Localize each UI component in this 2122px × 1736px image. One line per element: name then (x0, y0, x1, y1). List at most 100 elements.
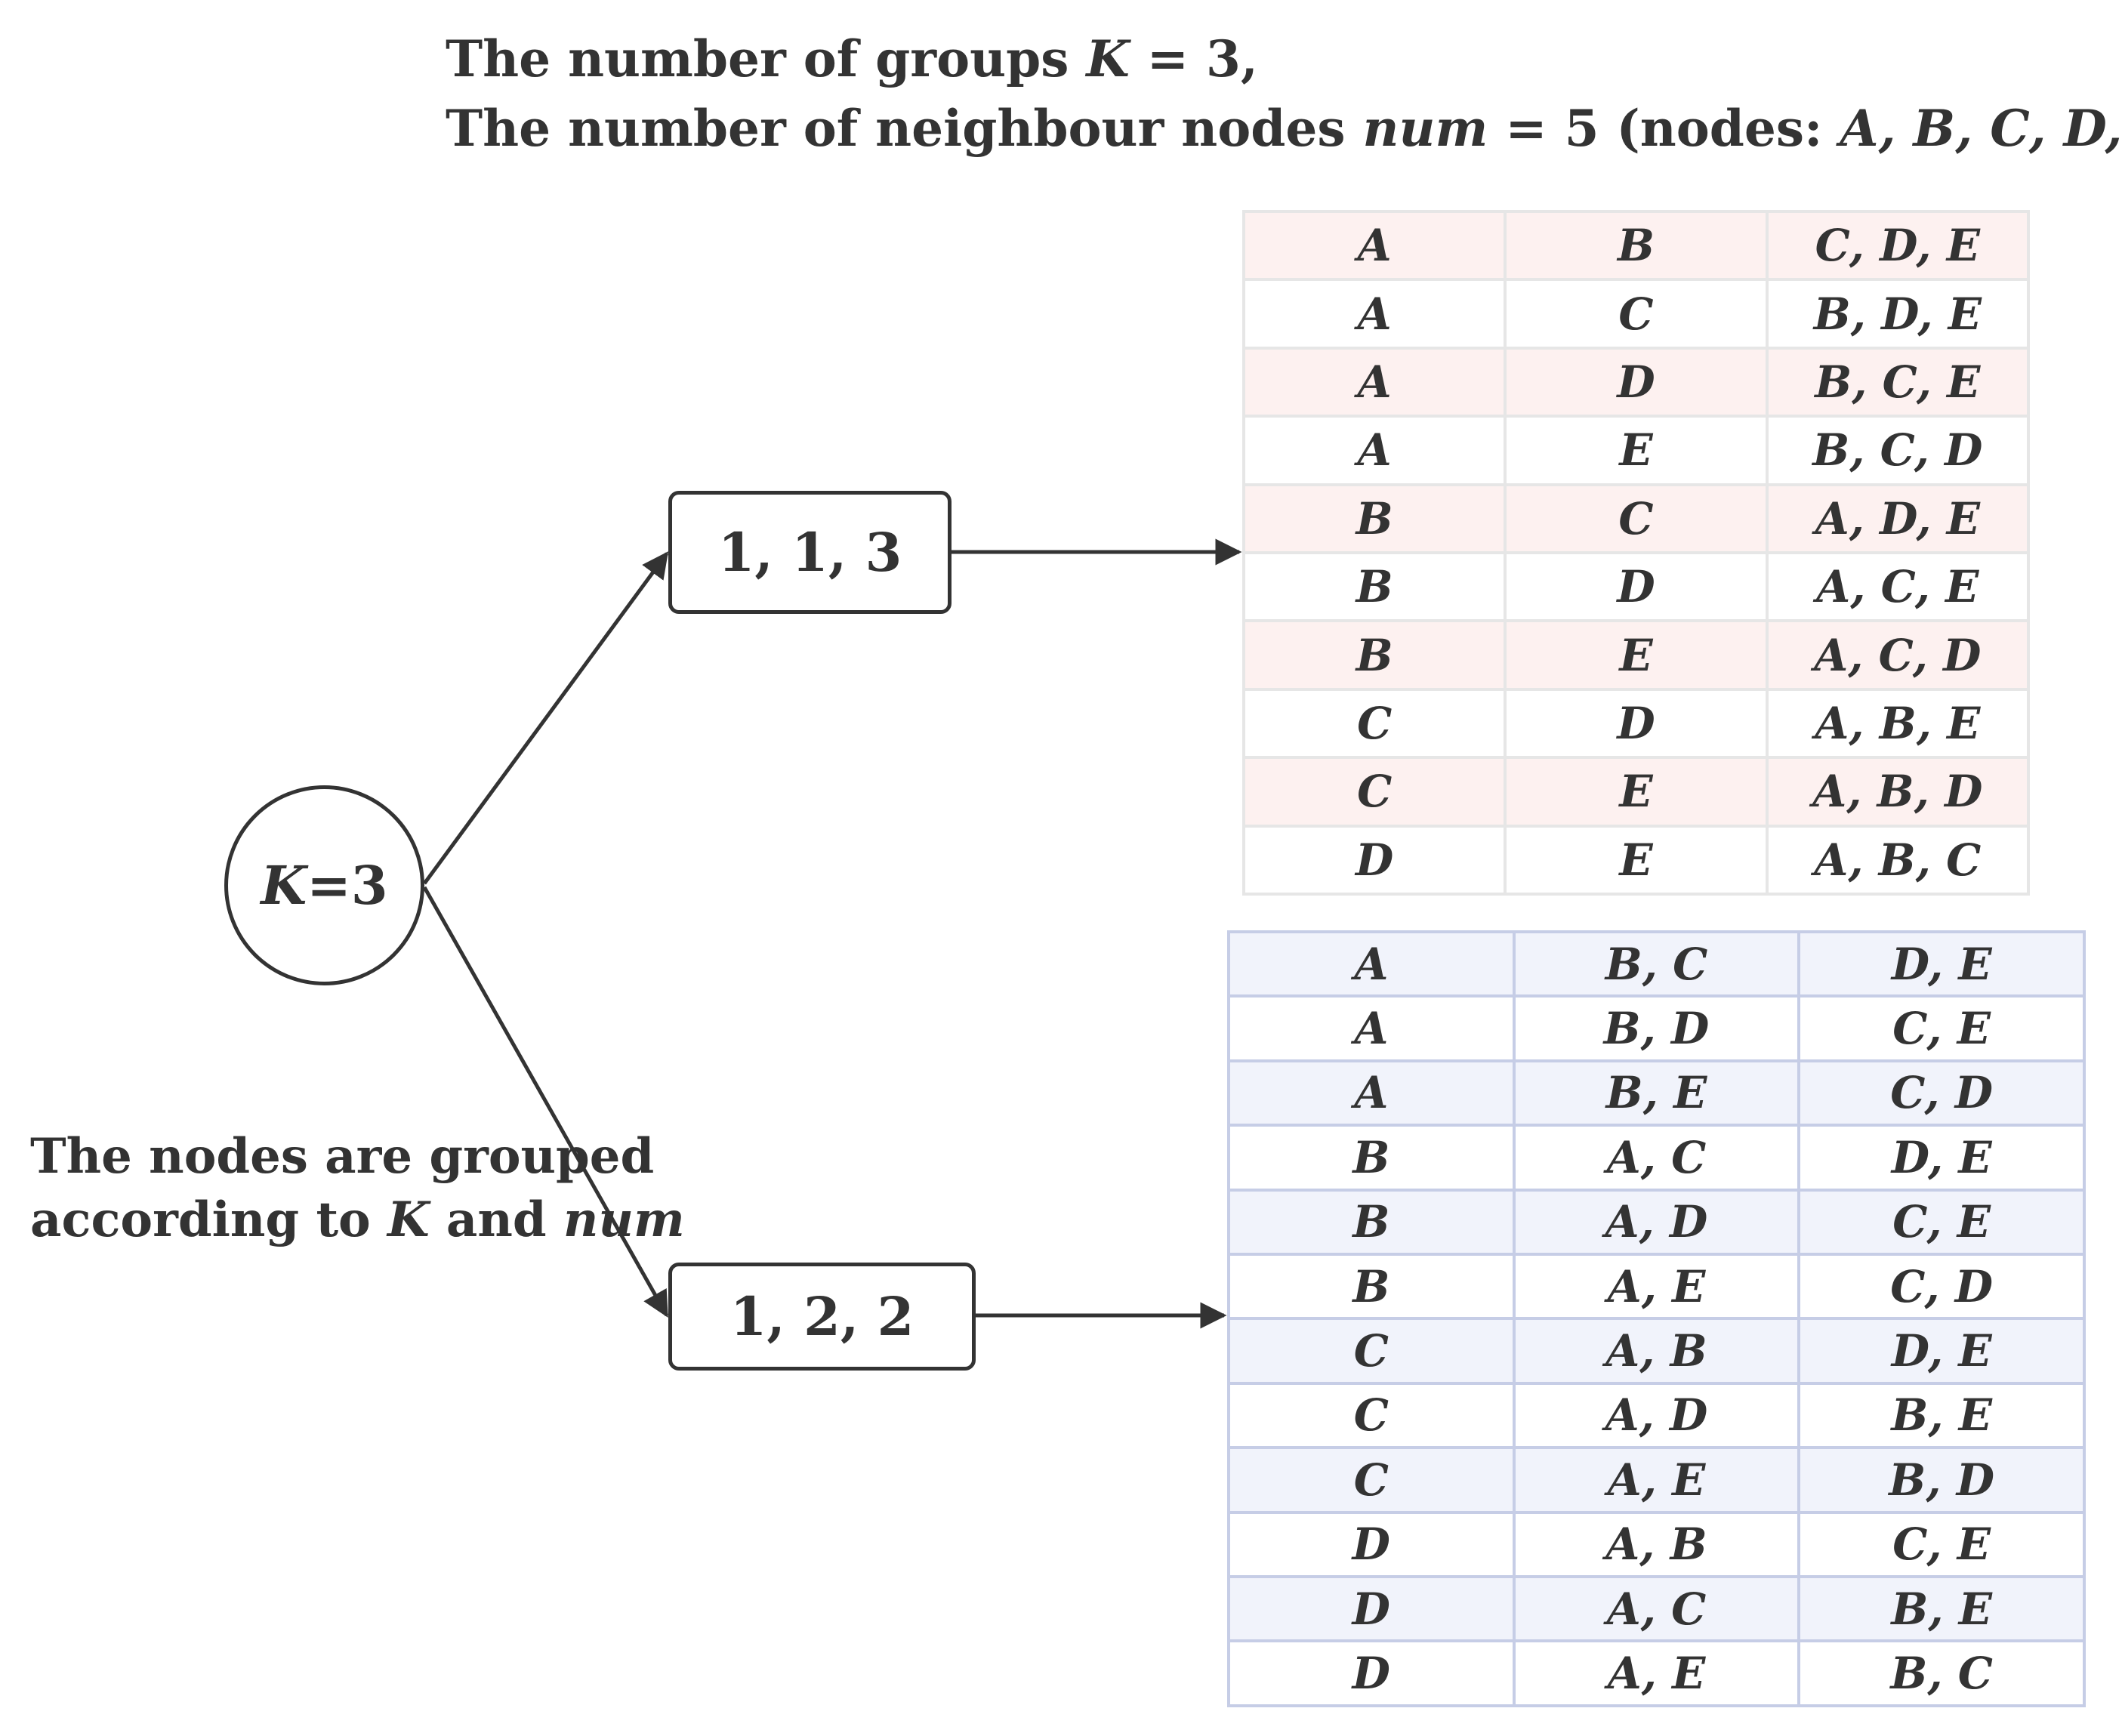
table-cell: C (1504, 483, 1769, 554)
table-cell: A, C (1512, 1124, 1801, 1192)
note-text-and: and (429, 1192, 563, 1248)
table-cell: B (1241, 483, 1507, 554)
table-cell: D, E (1797, 930, 2086, 998)
header-line-1: The number of groups K = 3, (446, 29, 1258, 89)
table-cell: A, B, E (1765, 687, 2031, 760)
table-cell: D (1504, 687, 1769, 760)
table-cell: A (1241, 278, 1507, 350)
table-cell: D (1227, 1510, 1516, 1578)
table-cell: A, E (1512, 1639, 1801, 1707)
table-cell: D (1504, 550, 1769, 623)
table-cell: B, E (1797, 1574, 2086, 1643)
table-cell: A, D (1512, 1381, 1801, 1450)
table-cell: C (1227, 1317, 1516, 1385)
table-cell: E (1504, 415, 1769, 486)
header-node-list: A, B, C, D, E (1840, 99, 2122, 158)
table-cell: B, E (1797, 1381, 2086, 1450)
table-cell: A, B, C (1765, 824, 2031, 896)
header-line-1-text: The number of groups (446, 29, 1087, 88)
header-line-2-value: = 5 (nodes: (1488, 99, 1840, 158)
table-cell: B, D, E (1765, 278, 2031, 350)
table-cell: C (1504, 278, 1769, 350)
group-node-label: 1, 2, 2 (729, 1285, 914, 1348)
table-cell: A (1241, 415, 1507, 486)
group-node-label: 1, 1, 3 (717, 521, 902, 584)
table-cell: B (1504, 209, 1769, 282)
header-line-2: The number of neighbour nodes num = 5 (n… (446, 98, 2122, 159)
table-cell: A (1227, 1059, 1516, 1127)
table-cell: E (1504, 824, 1769, 896)
group-node-1-1-3: 1, 1, 3 (668, 491, 952, 614)
table-cell: A, C, E (1765, 550, 2031, 623)
header-line-2-text: The number of neighbour nodes (446, 99, 1363, 158)
table-cell: D (1227, 1639, 1516, 1707)
table-cell: A, D, E (1765, 483, 2031, 554)
table-cell: C, E (1797, 1188, 2086, 1256)
root-node-var: K (261, 854, 307, 917)
header-line-1-value: = 3, (1129, 29, 1258, 88)
table-cell: A, E (1512, 1446, 1801, 1514)
table-cell: D (1227, 1574, 1516, 1643)
table-cell: C (1241, 687, 1507, 760)
root-node-value: =3 (307, 854, 388, 917)
table-cell: A, C (1512, 1574, 1801, 1643)
table-cell: C, D (1797, 1252, 2086, 1321)
table-cell: B, C, D (1765, 415, 2031, 486)
table-cell: A, B (1512, 1510, 1801, 1578)
grouping-note-line-1: The nodes are grouped (30, 1128, 655, 1185)
table-cell: D (1504, 346, 1769, 418)
table-cell: E (1504, 619, 1769, 691)
table-cell: C, E (1797, 1510, 2086, 1578)
table-cell: B (1227, 1124, 1516, 1192)
note-text-according: according to (30, 1192, 387, 1248)
edge-root-to-113 (422, 551, 669, 885)
root-node-circle: K=3 (224, 785, 424, 985)
table-cell: A (1227, 930, 1516, 998)
table-cell: B (1241, 550, 1507, 623)
note-var-k: K (387, 1192, 430, 1248)
table-cell: A, C, D (1765, 619, 2031, 691)
table-cell: B, E (1512, 1059, 1801, 1127)
table-cell: C, D, E (1765, 209, 2031, 282)
header-var-k: K (1086, 29, 1130, 88)
table-cell: B, D (1512, 994, 1801, 1062)
table-cell: C (1227, 1446, 1516, 1514)
table-cell: C (1227, 1381, 1516, 1450)
table-cell: B, C (1797, 1639, 2086, 1707)
table-cell: A, E (1512, 1252, 1801, 1321)
grouping-note-line-2: according to K and num (30, 1189, 685, 1252)
table-cell: D, E (1797, 1317, 2086, 1385)
table-cell: E (1504, 756, 1769, 828)
group-node-1-2-2: 1, 2, 2 (668, 1263, 976, 1371)
table-cell: C (1241, 756, 1507, 828)
note-var-num: num (563, 1192, 685, 1248)
table-cell: B, D (1797, 1446, 2086, 1514)
table-cell: A, B (1512, 1317, 1801, 1385)
table-cell: B (1241, 619, 1507, 691)
table-cell: B, C (1512, 930, 1801, 998)
table-cell: A (1241, 209, 1507, 282)
table-cell: B (1227, 1252, 1516, 1321)
